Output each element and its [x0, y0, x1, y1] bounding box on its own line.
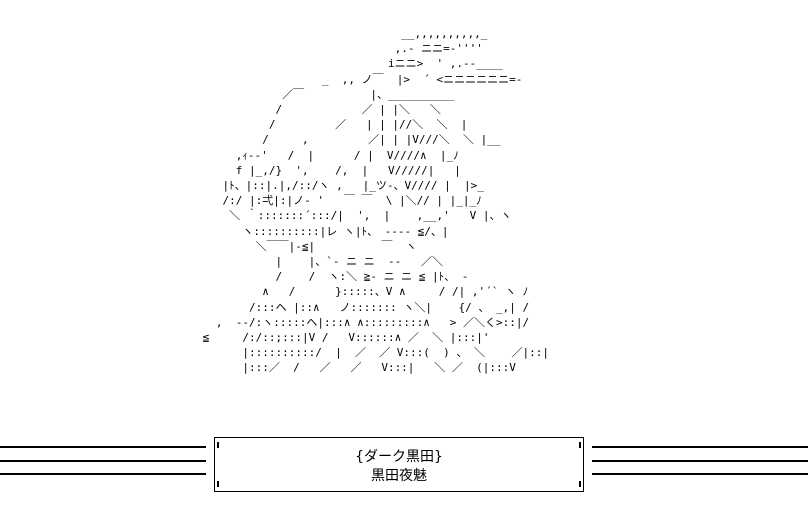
caption-name: 黒田夜魅	[371, 468, 427, 484]
divider-rail-right-1	[592, 446, 808, 448]
divider-rail-left-1	[0, 446, 206, 448]
divider-rail-right-3	[592, 473, 808, 475]
caption-bracket-left	[215, 438, 221, 491]
ascii-art-area: __,,,,,,,,,,_ ,.- ニニ=-'''' iニニ> ' ,.--__…	[202, 27, 550, 375]
caption-bracket-right	[577, 438, 583, 491]
divider-rail-right-2	[592, 460, 808, 462]
ascii-art: __,,,,,,,,,,_ ,.- ニニ=-'''' iニニ> ' ,.--__…	[202, 27, 550, 375]
divider-rail-left-2	[0, 460, 206, 462]
caption-title: {ダーク黒田}	[355, 449, 443, 465]
caption-box: {ダーク黒田} 黒田夜魅	[214, 437, 584, 492]
divider-rail-left-3	[0, 473, 206, 475]
